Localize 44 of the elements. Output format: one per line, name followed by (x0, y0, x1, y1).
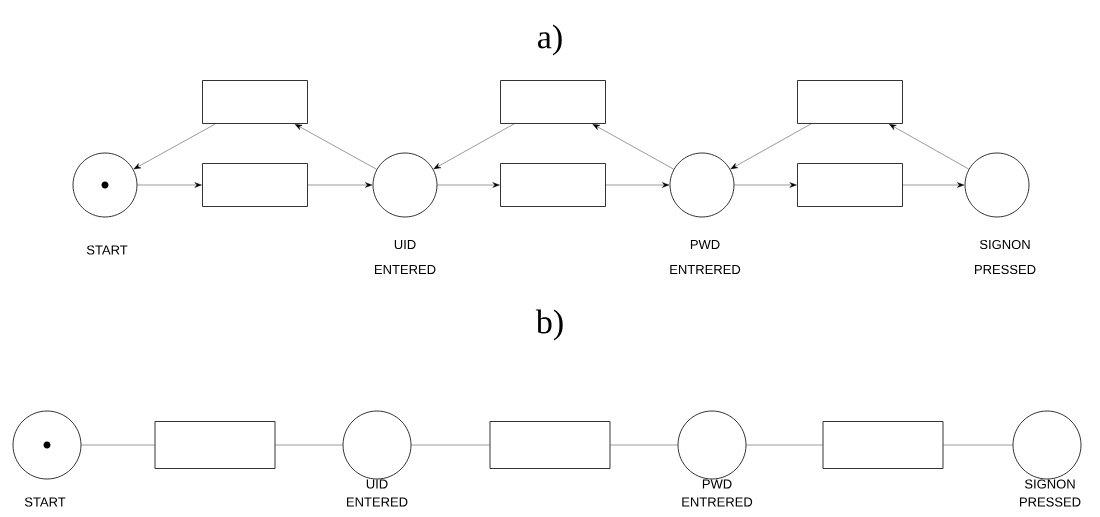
place-label: PWD ENTRERED (682, 479, 753, 507)
connector-line (943, 444, 1013, 446)
place-circle (677, 410, 747, 480)
place-label: START (24, 497, 66, 507)
place-label: UID ENTERED (375, 240, 436, 274)
place-circle (342, 410, 412, 480)
panel-label: b) (535, 309, 563, 341)
arrow (902, 182, 965, 188)
place-circle (964, 152, 1030, 218)
arrow (433, 123, 515, 170)
marked-place-circle (12, 410, 82, 480)
marked-place-circle (72, 152, 138, 218)
arrow (592, 124, 674, 170)
connector-line (411, 444, 490, 446)
arrow (437, 182, 500, 188)
connector-line (746, 444, 823, 446)
arrow (133, 123, 216, 170)
transition-box (500, 80, 606, 124)
arrow (730, 123, 812, 170)
place-circle (372, 152, 438, 218)
arrow (307, 182, 373, 188)
transition-box (500, 163, 606, 207)
transition-box (797, 80, 903, 124)
place-label: START (86, 245, 128, 255)
place-circle (1012, 410, 1082, 480)
arrow (137, 182, 202, 188)
arrow (889, 124, 969, 170)
transition-box (797, 163, 903, 207)
place-label: UID ENTERED (347, 479, 408, 507)
place-label: SIGNON PRESSED (1020, 479, 1081, 507)
place-label: SIGNON PRESSED (975, 239, 1036, 275)
arrow (734, 182, 797, 188)
place-circle (669, 152, 735, 218)
connector-line (275, 444, 343, 446)
transition-box (822, 421, 944, 469)
connector-line (610, 444, 678, 446)
transition-box (154, 421, 276, 469)
transition-box (202, 163, 308, 207)
transition-box (489, 421, 611, 469)
arrow (605, 182, 670, 188)
arrow (294, 124, 377, 170)
connector-line (81, 444, 155, 446)
place-label: PWD ENTRERED (670, 240, 741, 274)
transition-box (202, 80, 308, 124)
